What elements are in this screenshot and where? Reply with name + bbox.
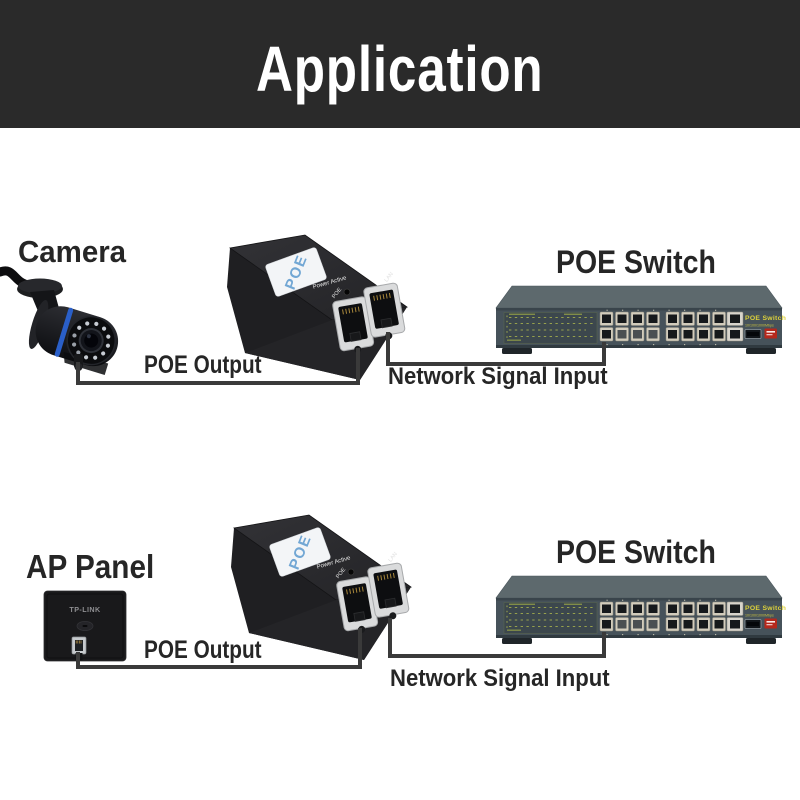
connection-line-segment: [76, 381, 360, 385]
poe-output-label-bottom: POE Output: [144, 636, 262, 664]
camera-illustration: [0, 256, 168, 382]
connection-line-segment: [356, 348, 360, 385]
poe-switch-illustration-top: [495, 285, 787, 355]
header-banner: Application: [0, 0, 800, 128]
page-title: Application: [256, 33, 544, 105]
connection-line-segment: [76, 652, 80, 669]
poe-switch-illustration-bottom: [495, 575, 787, 645]
network-input-label-top: Network Signal Input: [388, 363, 608, 390]
poe-switch-heading-bottom: POE Switch: [556, 534, 716, 570]
connection-line-segment: [358, 628, 362, 669]
camera-heading: Camera: [18, 234, 127, 269]
ap-panel-illustration: [43, 590, 127, 662]
poe-output-label-top: POE Output: [144, 351, 262, 379]
connection-line-segment: [602, 342, 606, 366]
connection-line-segment: [388, 654, 606, 658]
network-input-label-bottom: Network Signal Input: [390, 665, 610, 692]
connection-line-segment: [386, 332, 390, 366]
connection-line-segment: [76, 665, 362, 669]
connection-line-segment: [76, 362, 80, 384]
ap-panel-heading: AP Panel: [26, 548, 155, 585]
poe-switch-heading-top: POE Switch: [556, 244, 716, 280]
connection-line-segment: [388, 618, 392, 658]
connection-line-segment: [602, 632, 606, 658]
connection-line-segment: [386, 362, 606, 366]
